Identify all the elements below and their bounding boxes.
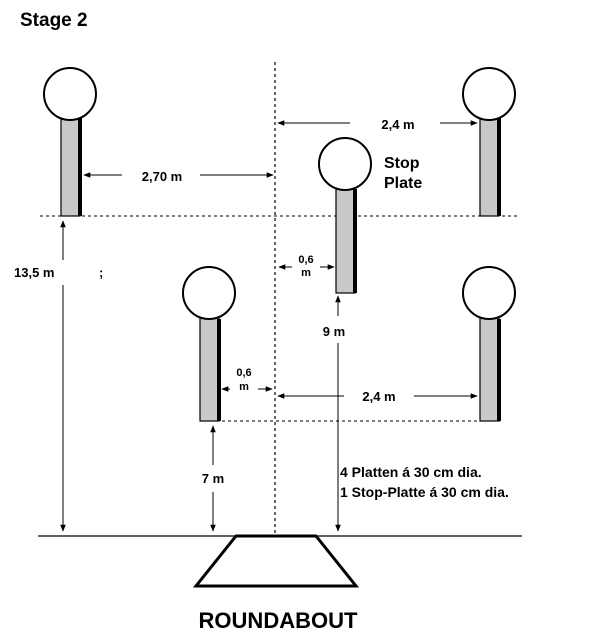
dimension-0-6-lower: 0,6 m <box>221 367 273 393</box>
dimension-7: 7 m <box>202 425 224 532</box>
dimension-2-4-bottom: 2,4 m <box>277 389 478 404</box>
dimension-label-13-5: 13,5 m <box>14 265 54 280</box>
dimension-label-2-4-top: 2,4 m <box>381 117 414 132</box>
dimension-2-4-top: 2,4 m <box>277 117 478 132</box>
plate-target-top-right <box>462 67 516 217</box>
stop-plate-label-line1: Stop <box>384 155 420 172</box>
roundabout-label: ROUNDABOUT <box>199 608 358 633</box>
dimension-9: 9 m <box>323 295 345 532</box>
dimension-label-0-6-lower-unit: m <box>239 381 249 393</box>
dimension-label-2-70: 2,70 m <box>142 169 182 184</box>
dimension-label-0-6-upper-num: 0,6 <box>298 254 313 266</box>
dimension-0-6-upper: 0,6 m <box>278 254 335 279</box>
dimension-label-0-6-upper-unit: m <box>301 267 311 279</box>
dimension-label-9: 9 m <box>323 324 345 339</box>
stop-plate-target <box>318 137 372 294</box>
dimension-label-2-4-bottom: 2,4 m <box>362 389 395 404</box>
plate-target-bottom-left <box>182 266 236 422</box>
roundabout-shape <box>192 534 360 588</box>
plate-target-top-left <box>43 67 97 217</box>
stop-plate-label-line2: Plate <box>384 175 422 192</box>
note-line-1: 4 Platten á 30 cm dia. <box>340 464 482 480</box>
stage-title: Stage 2 <box>20 10 88 31</box>
note-line-2: 1 Stop-Platte á 30 cm dia. <box>340 484 509 500</box>
plate-target-bottom-right <box>462 266 516 422</box>
dimension-label-7: 7 m <box>202 471 224 486</box>
dimension-2-70: 2,70 m <box>83 169 274 184</box>
dimension-13-5: 13,5 m ; <box>14 220 103 532</box>
dimension-label-13-5-suffix: ; <box>99 265 103 280</box>
dimension-label-0-6-lower-num: 0,6 <box>236 367 251 379</box>
